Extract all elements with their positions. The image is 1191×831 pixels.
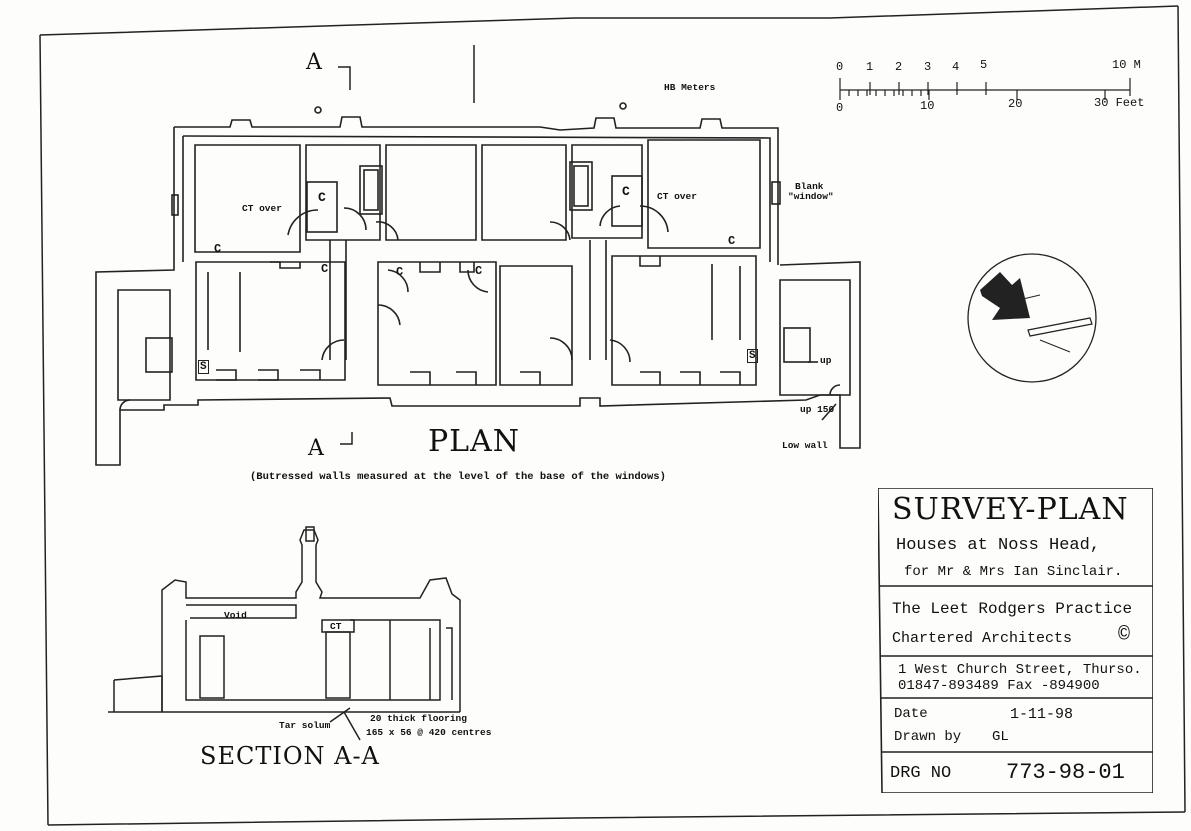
scale-ft-0: 0 — [836, 101, 844, 115]
scale-m-5: 5 — [980, 58, 988, 72]
cupboard-label: C — [622, 184, 630, 199]
flooring-label: 20 thick flooring — [370, 713, 467, 724]
scale-bar — [839, 78, 1131, 100]
scale-m-2: 2 — [895, 60, 903, 74]
scale-m-3: 3 — [924, 60, 932, 74]
tar-solum-label: Tar solum — [279, 720, 331, 731]
up-label: up — [820, 355, 832, 366]
drg-no-value: 773-98-01 — [1006, 760, 1125, 785]
ct-over-right-label: CT over — [657, 191, 697, 202]
address: 1 West Church Street, Thurso. — [898, 662, 1142, 678]
sheet-border — [39, 5, 1186, 826]
title-block-frame — [878, 488, 1153, 793]
blank-window-label: "window" — [788, 191, 834, 202]
section-marker-top: A — [306, 50, 323, 75]
section-title: SECTION A-A — [200, 742, 380, 770]
client-name: for Mr & Mrs Ian Sinclair. — [904, 564, 1123, 580]
cupboard-label: C — [396, 265, 404, 279]
scale-m-1: 1 — [866, 60, 874, 74]
practice-subtitle: Chartered Architects — [892, 630, 1073, 647]
date-value: 1-11-98 — [1010, 706, 1074, 723]
scale-ft-10: 10 — [920, 99, 935, 113]
plan-title: PLAN — [428, 424, 521, 459]
cupboard-label: C — [728, 234, 736, 248]
project-name: Houses at Noss Head, — [896, 536, 1101, 555]
north-arrow — [967, 253, 1097, 383]
scale-m-0: 0 — [836, 60, 844, 74]
sink-label: S — [747, 349, 758, 363]
section-line-top — [338, 45, 475, 103]
void-label: Void — [224, 610, 247, 621]
section-marker-bottom: A — [308, 436, 325, 461]
flooring-spec-label: 165 x 56 @ 420 centres — [366, 727, 492, 738]
scale-ft-20: 20 — [1008, 97, 1023, 111]
scale-m-4: 4 — [952, 60, 960, 74]
title-block: SURVEY-PLAN Houses at Noss Head, for Mr … — [878, 488, 1153, 793]
cupboard-label: C — [214, 242, 222, 256]
practice-name: The Leet Rodgers Practice — [892, 600, 1133, 618]
scale-ft-30: 30 Feet — [1094, 96, 1145, 110]
section-drawing — [108, 526, 461, 741]
ct-label: CT — [330, 621, 342, 632]
up-150-label: up 150 — [800, 404, 835, 415]
section-line-bottom — [340, 432, 353, 445]
drawn-by-value: GL — [992, 729, 1009, 745]
scale-m-10: 10 M — [1112, 58, 1141, 72]
date-label: Date — [894, 706, 928, 722]
floor-plan — [95, 102, 861, 466]
cupboard-label: C — [475, 264, 483, 278]
plan-note: (Butressed walls measured at the level o… — [250, 471, 666, 483]
blank-window-label: Blank — [795, 181, 824, 192]
hb-meters-label: HB Meters — [664, 82, 716, 93]
copyright-symbol: © — [1118, 624, 1131, 647]
phone-fax: 01847-893489 Fax -894900 — [898, 678, 1100, 694]
low-wall-label: Low wall — [782, 440, 828, 451]
cupboard-label: C — [318, 190, 326, 205]
drawing-title: SURVEY-PLAN — [892, 492, 1129, 527]
drawn-by-label: Drawn by — [894, 729, 962, 745]
ct-over-left-label: CT over — [242, 203, 282, 214]
sink-label: S — [198, 360, 209, 374]
cupboard-label: C — [321, 262, 329, 276]
drg-no-label: DRG NO — [890, 764, 952, 783]
